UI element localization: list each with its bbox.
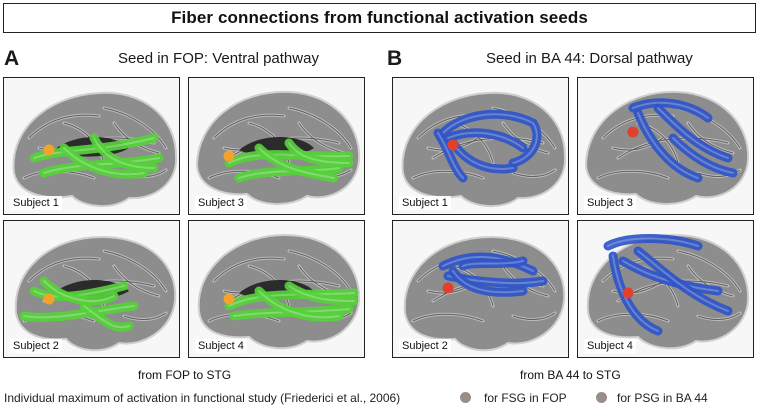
seed-marker bbox=[627, 126, 639, 138]
panel-b-caption: from BA 44 to STG bbox=[520, 368, 621, 382]
seed-marker bbox=[442, 282, 454, 294]
brain-image bbox=[393, 221, 568, 357]
fiber-tract bbox=[224, 281, 359, 322]
panel-a-tile-subject-1: Subject 1 bbox=[3, 77, 180, 215]
fiber-tract bbox=[433, 109, 542, 183]
brain-image bbox=[4, 78, 179, 214]
seed-marker bbox=[43, 144, 55, 156]
panel-b-tile-subject-4: Subject 4 bbox=[577, 220, 754, 358]
fiber-tract bbox=[628, 98, 738, 183]
seed-marker bbox=[223, 293, 235, 305]
panel-b-heading: Seed in BA 44: Dorsal pathway bbox=[486, 50, 693, 67]
panel-b-tile-subject-3: Subject 3 bbox=[577, 77, 754, 215]
legend-item-psg: for PSG in BA 44 bbox=[617, 391, 708, 405]
fiber-tract bbox=[224, 138, 354, 183]
legend: Individual maximum of activation in func… bbox=[0, 387, 761, 407]
legend-dot-psg bbox=[596, 392, 607, 403]
subject-label: Subject 4 bbox=[584, 339, 636, 353]
panel-a-caption: from FOP to STG bbox=[138, 368, 232, 382]
subject-label: Subject 3 bbox=[584, 196, 636, 210]
fiber-tract bbox=[29, 133, 164, 179]
panel-b-tile-subject-2: Subject 2 bbox=[392, 220, 569, 358]
brain-image bbox=[578, 78, 753, 214]
panel-a-tile-subject-2: Subject 2 bbox=[3, 220, 180, 358]
legend-text: Individual maximum of activation in func… bbox=[4, 391, 401, 405]
legend-dot-fsg bbox=[460, 392, 471, 403]
subject-label: Subject 3 bbox=[195, 196, 247, 210]
panel-b-tile-subject-1: Subject 1 bbox=[392, 77, 569, 215]
seed-marker bbox=[622, 287, 634, 299]
brain-image bbox=[578, 221, 753, 357]
fiber-tract bbox=[438, 252, 548, 297]
seed-marker bbox=[43, 293, 55, 305]
fiber-tract bbox=[19, 276, 139, 332]
brain-image bbox=[4, 221, 179, 357]
subject-label: Subject 4 bbox=[195, 339, 247, 353]
panel-a-tile-subject-4: Subject 4 bbox=[188, 220, 365, 358]
panel-a-letter: A bbox=[4, 47, 20, 70]
panel-a-heading: Seed in FOP: Ventral pathway bbox=[118, 50, 319, 67]
seed-marker bbox=[447, 139, 459, 151]
brain-image bbox=[189, 78, 364, 214]
figure-title: Fiber connections from functional activa… bbox=[3, 3, 756, 33]
subject-label: Subject 1 bbox=[399, 196, 451, 210]
brain-image bbox=[393, 78, 568, 214]
subject-label: Subject 2 bbox=[399, 339, 451, 353]
subject-label: Subject 1 bbox=[10, 196, 62, 210]
seed-marker bbox=[223, 150, 235, 162]
panel-b-letter: B bbox=[387, 47, 403, 70]
figure-title-text: Fiber connections from functional activa… bbox=[171, 8, 588, 27]
panel-a-tile-subject-3: Subject 3 bbox=[188, 77, 365, 215]
subject-label: Subject 2 bbox=[10, 339, 62, 353]
fiber-tract bbox=[603, 234, 733, 336]
brain-image bbox=[189, 221, 364, 357]
legend-item-fsg: for FSG in FOP bbox=[484, 391, 567, 405]
